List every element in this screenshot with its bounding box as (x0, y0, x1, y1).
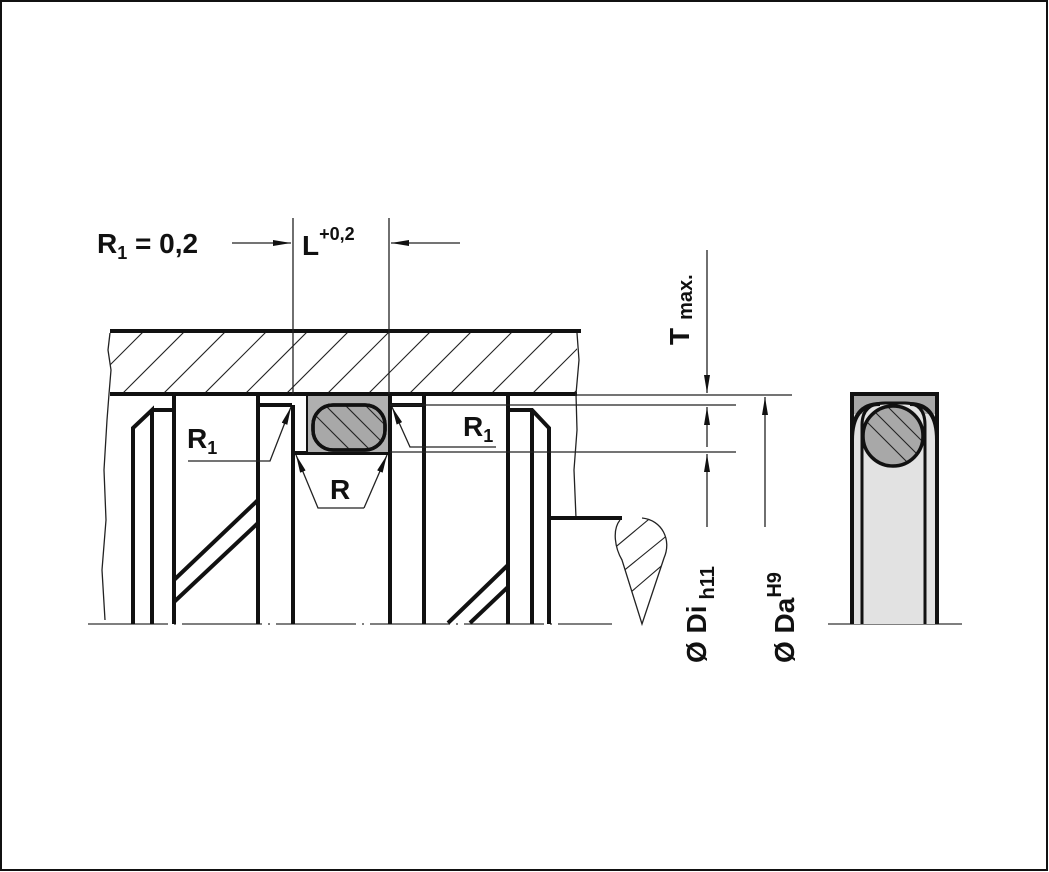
housing (40, 329, 581, 621)
outer-diameter-label: Ø DaH9 (764, 572, 800, 663)
hatch-line (531, 348, 577, 394)
t-max-label: Tmax. (664, 274, 697, 345)
hatch-line (313, 405, 356, 450)
seal-cross-section (306, 394, 390, 454)
hatch-line (162, 332, 226, 394)
hatch-line (326, 332, 390, 394)
hatch-line (367, 332, 431, 394)
hatch-line (339, 405, 385, 450)
r1-left-label: R1 (187, 423, 217, 458)
hatch-line (490, 332, 554, 394)
hatch-line (40, 331, 103, 394)
hatch-line (285, 332, 349, 394)
r1-equals-label: R1 = 0,2 (97, 228, 198, 263)
hatch-line (408, 332, 472, 394)
r-label: R (330, 474, 350, 505)
groove-length-label: L+0,2 (302, 224, 355, 261)
hatch-line (880, 406, 923, 466)
dimension-lines (188, 218, 792, 527)
hatch-line (203, 332, 267, 394)
hatch-line (319, 405, 376, 450)
hatch-line (110, 332, 144, 366)
shaft-break-symbol (614, 517, 668, 627)
r1-right-label: R1 (463, 411, 493, 446)
hatch-line (359, 405, 385, 450)
seal-assembly-view (850, 392, 939, 624)
hatch-line (121, 332, 185, 394)
inner-diameter-label: Ø Dih11 (681, 566, 719, 663)
hatch-line (572, 389, 577, 394)
hatch-line (244, 332, 308, 394)
hatch-line (449, 332, 513, 394)
hatch-line (863, 406, 916, 466)
